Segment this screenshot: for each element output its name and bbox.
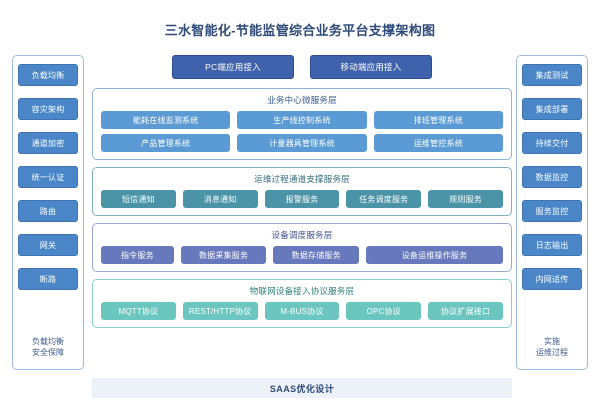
chip-ops-control-system[interactable]: 运维管控系统 (373, 134, 503, 152)
chip-rest-http-protocol[interactable]: REST/HTTP协议 (182, 302, 258, 320)
chip-mbus-protocol[interactable]: M-BUS协议 (264, 302, 340, 320)
right-chip-log-output[interactable]: 日志输出 (522, 234, 582, 256)
left-chip-gateway[interactable]: 网关 (18, 234, 78, 256)
chip-mqtt-protocol[interactable]: MQTT协议 (101, 302, 176, 320)
chip-shift-management-system[interactable]: 排班管理系统 (373, 111, 503, 129)
left-chip-channel-encryption[interactable]: 通道加密 (18, 132, 78, 154)
left-chip-load-balance[interactable]: 负载均衡 (18, 64, 78, 86)
layer-title-business-microservice: 业务中心微服务层 (267, 95, 337, 105)
layer-device-dispatch-service: 设备调度服务层 指令服务 数据采集服务 数据存储服务 设备运维操作服务 (92, 223, 512, 272)
chip-energy-online-monitoring-system[interactable]: 能耗在线监测系统 (101, 111, 231, 129)
chip-rule-service[interactable]: 规则服务 (428, 190, 503, 208)
layer-ops-channel-support: 运维过程通道支撑服务层 短信通知 消息通知 报警服务 任务调度服务 规则服务 (92, 167, 512, 216)
layer-stack: 业务中心微服务层 能耗在线监测系统 生产线控制系统 排班管理系统 产品管理系统 … (92, 88, 512, 335)
left-caption-line-2: 安全保障 (32, 348, 64, 358)
application-access-row: PC端应用接入 移动端应用接入 (92, 55, 512, 79)
mobile-application-access-button[interactable]: 移动端应用接入 (310, 55, 432, 79)
left-chip-routing[interactable]: 路由 (18, 200, 78, 222)
footer-saas-optimization: SAAS优化设计 (92, 378, 512, 398)
right-caption-line-1: 实施 (544, 336, 560, 346)
layer-1-row-1: 能耗在线监测系统 生产线控制系统 排班管理系统 (101, 111, 503, 129)
right-chip-data-monitoring[interactable]: 数据监控 (522, 166, 582, 188)
chip-product-management-system[interactable]: 产品管理系统 (101, 134, 231, 152)
layer-title-device-dispatch-service: 设备调度服务层 (271, 230, 333, 240)
chip-device-ops-operation-service[interactable]: 设备运维操作服务 (366, 246, 504, 264)
layer-1-row-2: 产品管理系统 计量器具管理系统 运维管控系统 (101, 134, 503, 152)
layer-4-row-1: MQTT协议 REST/HTTP协议 M-BUS协议 OPC协议 协议扩展接口 (101, 302, 503, 320)
layer-title-iot-protocol-access: 物联网设备接入协议服务层 (249, 286, 355, 296)
right-capability-column: 集成测试 集成部署 持续交付 数据监控 服务监控 日志输出 内网适传 实施 运维… (516, 55, 588, 370)
left-caption-line-1: 负载均衡 (32, 336, 64, 346)
chip-metering-instrument-management-system[interactable]: 计量器具管理系统 (237, 134, 367, 152)
chip-protocol-extension-interface[interactable]: 协议扩展接口 (428, 302, 503, 320)
chip-data-collection-service[interactable]: 数据采集服务 (180, 246, 267, 264)
layer-2-row-1: 短信通知 消息通知 报警服务 任务调度服务 规则服务 (101, 190, 503, 208)
chip-alarm-service[interactable]: 报警服务 (264, 190, 340, 208)
chip-production-line-control-system[interactable]: 生产线控制系统 (237, 111, 367, 129)
diagram-title: 三水智能化-节能监管综合业务平台支撑架构图 (164, 23, 436, 38)
left-chip-disaster-recovery[interactable]: 容灾架构 (18, 98, 78, 120)
left-capability-column: 负载均衡 容灾架构 通道加密 统一认证 路由 网关 断路 负载均衡 安全保障 (12, 55, 84, 370)
chip-opc-protocol[interactable]: OPC协议 (346, 302, 422, 320)
chip-task-scheduling-service[interactable]: 任务调度服务 (346, 190, 422, 208)
right-chip-integration-deploy[interactable]: 集成部署 (522, 98, 582, 120)
right-column-caption: 实施 运维过程 (520, 336, 584, 359)
chip-data-storage-service[interactable]: 数据存储服务 (273, 246, 360, 264)
chip-sms-notification[interactable]: 短信通知 (101, 190, 176, 208)
right-chip-integration-test[interactable]: 集成测试 (522, 64, 582, 86)
right-chip-intranet-transfer[interactable]: 内网适传 (522, 268, 582, 290)
right-chip-continuous-delivery[interactable]: 持续交付 (522, 132, 582, 154)
chip-message-notification[interactable]: 消息通知 (182, 190, 258, 208)
pc-application-access-button[interactable]: PC端应用接入 (172, 55, 294, 79)
left-chip-unified-auth[interactable]: 统一认证 (18, 166, 78, 188)
layer-3-row-1: 指令服务 数据采集服务 数据存储服务 设备运维操作服务 (101, 246, 504, 264)
chip-command-service[interactable]: 指令服务 (101, 246, 174, 264)
right-chip-service-monitoring[interactable]: 服务监控 (522, 200, 582, 222)
left-column-caption: 负载均衡 安全保障 (16, 336, 80, 359)
right-caption-line-2: 运维过程 (536, 348, 568, 358)
left-chip-circuit-breaker[interactable]: 断路 (18, 268, 78, 290)
layer-business-microservice: 业务中心微服务层 能耗在线监测系统 生产线控制系统 排班管理系统 产品管理系统 … (92, 88, 512, 160)
layer-iot-protocol-access: 物联网设备接入协议服务层 MQTT协议 REST/HTTP协议 M-BUS协议 … (92, 279, 512, 328)
layer-title-ops-channel-support: 运维过程通道支撑服务层 (254, 174, 350, 184)
